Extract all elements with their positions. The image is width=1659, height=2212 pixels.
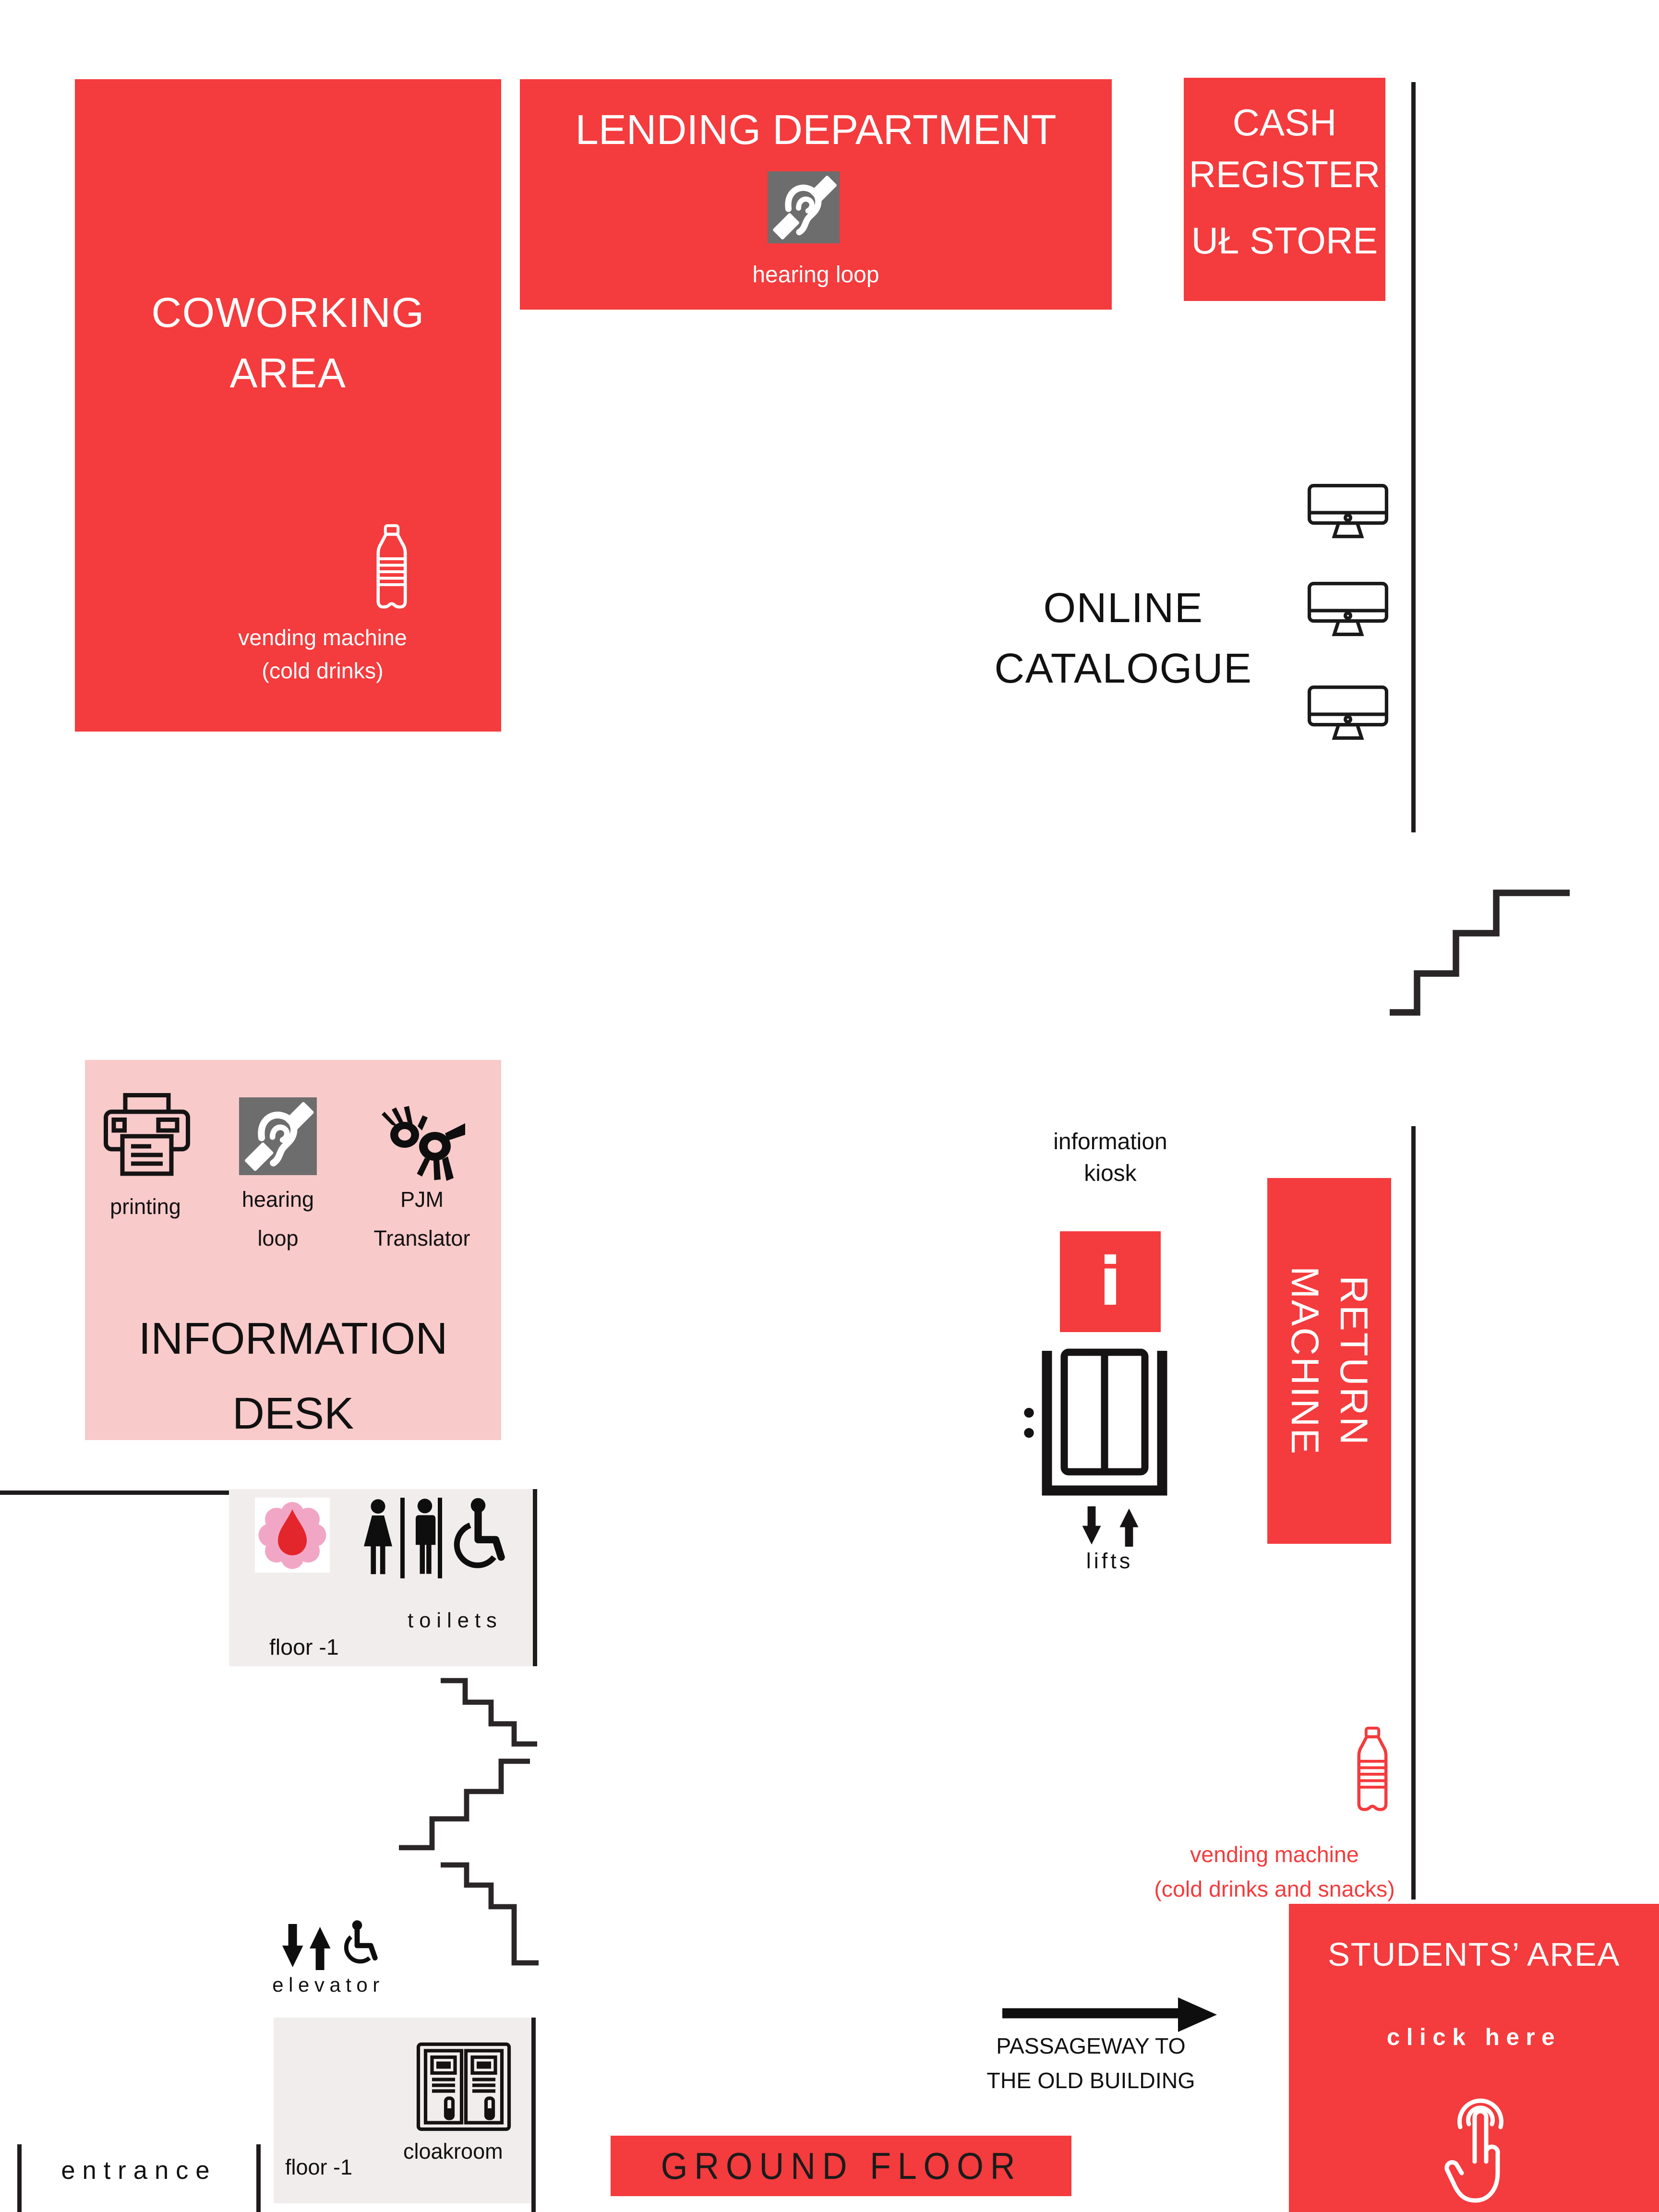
- elevator-wheelchair-icon: [333, 1920, 382, 1972]
- menstruation-products-icon: [255, 1498, 330, 1573]
- lending-hearing-loop-label: hearing loop: [752, 264, 879, 288]
- wall-line-mid-right: [1411, 1126, 1416, 1899]
- bottle-icon: [1354, 1727, 1391, 1816]
- computer-monitor-icon: [1308, 685, 1388, 740]
- cloakroom-block: cloakroom floor -1: [274, 2018, 533, 2203]
- pjm-translator-label-line2: Translator: [373, 1227, 470, 1251]
- lift-doors-icon: [1022, 1348, 1172, 1498]
- coworking-vending-label-line2: (cold drinks): [262, 660, 384, 684]
- return-machine-line1: RETURN: [1332, 1275, 1375, 1446]
- sign-language-translator-icon: [379, 1103, 465, 1184]
- click-hand-icon[interactable]: [1444, 2085, 1516, 2206]
- passageway-arrow-icon: [1002, 1997, 1218, 2032]
- computer-monitor-icon: [1308, 484, 1388, 539]
- coworking-area-block: COWORKING AREA vending machine (cold dri…: [75, 79, 501, 732]
- computer-monitor-icon: [1308, 582, 1388, 637]
- toilets-floor-label: floor -1: [269, 1636, 339, 1660]
- lending-department-block: LENDING DEPARTMENT hearing loop: [520, 79, 1112, 310]
- hearing-loop-label-line2: loop: [257, 1227, 299, 1251]
- passageway-label-line1: PASSAGEWAY TO: [996, 2035, 1186, 2059]
- elevator-arrows-icon: [281, 1924, 333, 1970]
- cash-register-block: CASH REGISTER UŁ STORE: [1184, 78, 1385, 301]
- coworking-vending-label-line1: vending machine: [238, 626, 407, 651]
- toilets-label: toilets: [408, 1610, 503, 1633]
- coworking-title-line2: AREA: [229, 351, 347, 397]
- elevator-label: elevator: [272, 1973, 385, 1996]
- bottle-icon: [373, 524, 410, 613]
- coworking-title-line1: COWORKING: [151, 291, 425, 337]
- students-area-click-here[interactable]: click here: [1386, 2025, 1562, 2051]
- wall-line-left: [0, 1491, 229, 1495]
- staircase-icon: [438, 1678, 541, 1750]
- divider-bar: [400, 1498, 405, 1578]
- wall-line-toilets: [533, 1489, 537, 1666]
- information-kiosk-label-line1: information: [1053, 1130, 1167, 1155]
- cash-register-line2: REGISTER: [1189, 153, 1381, 196]
- lift-arrows-icon: [1077, 1506, 1143, 1547]
- entrance-wall-bar: [256, 2144, 260, 2212]
- wheelchair-icon: [448, 1496, 508, 1580]
- lending-department-title: LENDING DEPARTMENT: [575, 108, 1057, 154]
- info-i-glyph: i: [1099, 1243, 1122, 1321]
- information-desk-block: printing hearing loop PJM Translator INF…: [85, 1060, 501, 1440]
- online-catalogue-line1: ONLINE: [1043, 586, 1203, 632]
- ground-floor-banner: GROUND FLOOR: [611, 2136, 1071, 2196]
- cash-register-line1: CASH: [1232, 101, 1337, 144]
- staircase-icon: [396, 1758, 533, 1851]
- information-desk-title-line1: INFORMATION: [138, 1313, 448, 1364]
- passageway-label-line2: THE OLD BUILDING: [986, 2068, 1195, 2093]
- information-desk-title-line2: DESK: [232, 1388, 354, 1439]
- man-icon: [412, 1498, 438, 1578]
- students-area-title: STUDENTS’ AREA: [1328, 1936, 1620, 1973]
- toilets-block: toilets floor -1: [229, 1489, 537, 1666]
- hearing-loop-icon: [239, 1097, 317, 1175]
- staircase-icon: [1387, 887, 1574, 1020]
- wall-line-top-right: [1411, 82, 1416, 832]
- information-kiosk-label-line2: kiosk: [1084, 1162, 1137, 1187]
- return-machine-line2: MACHINE: [1283, 1266, 1326, 1456]
- students-area-block[interactable]: STUDENTS’ AREA click here: [1289, 1904, 1659, 2212]
- information-kiosk-icon: i: [1060, 1231, 1161, 1332]
- staircase-icon: [438, 1862, 541, 1966]
- cloakroom-label: cloakroom: [403, 2140, 503, 2164]
- divider-bar: [438, 1498, 442, 1578]
- printer-icon: [104, 1092, 190, 1187]
- lockers-icon: [416, 2042, 511, 2131]
- vending-snacks-label-line2: (cold drinks and snacks): [1154, 1877, 1395, 1902]
- lifts-label: lifts: [1086, 1550, 1133, 1574]
- cloakroom-floor-label: floor -1: [285, 2156, 353, 2180]
- pjm-translator-label-line1: PJM: [400, 1188, 444, 1213]
- cash-register-line3: UŁ STORE: [1191, 219, 1378, 262]
- hearing-loop-label-line1: hearing: [241, 1188, 314, 1213]
- ground-floor-label: GROUND FLOOR: [661, 2143, 1022, 2187]
- printing-label: printing: [110, 1195, 181, 1220]
- entrance-wall-bar: [17, 2144, 21, 2212]
- entrance-label: entrance: [61, 2156, 217, 2185]
- hearing-loop-icon: [768, 171, 840, 243]
- wall-line-cloakroom: [531, 2018, 536, 2212]
- woman-icon: [361, 1498, 395, 1578]
- return-machine-block: RETURN MACHINE: [1267, 1178, 1391, 1544]
- online-catalogue-line2: CATALOGUE: [994, 647, 1252, 693]
- vending-snacks-label-line1: vending machine: [1190, 1843, 1359, 1868]
